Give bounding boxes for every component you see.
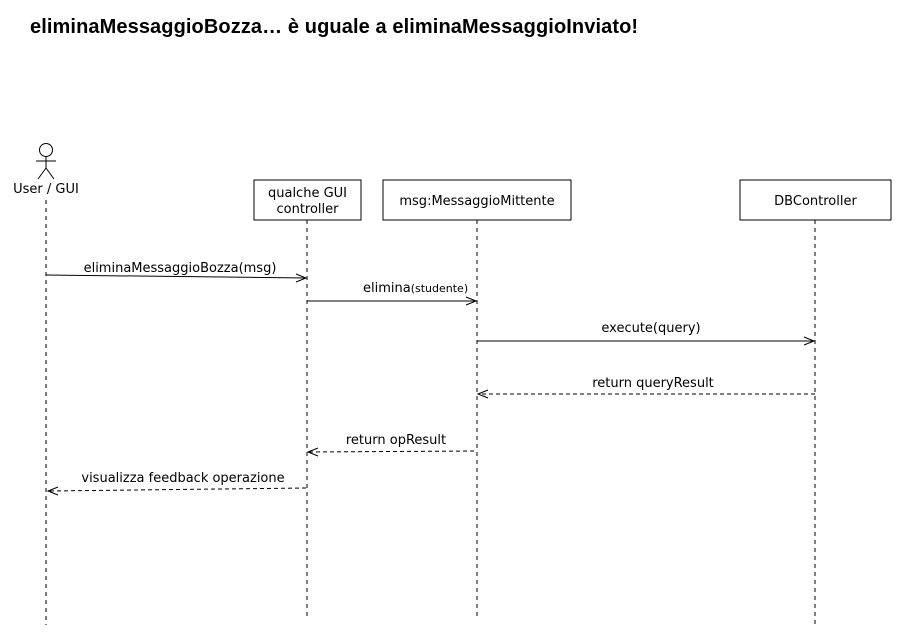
arrowhead-icon: [476, 389, 489, 399]
arrowhead-icon: [465, 296, 478, 306]
participant-gui-controller-label-line2: controller: [276, 202, 339, 217]
message-elimina-label: elimina(studente): [363, 281, 468, 296]
message-visualizza-feedback-label: visualizza feedback operazione: [81, 471, 284, 486]
message-elimina-name: elimina: [363, 281, 411, 296]
participant-msg-mittente: msg:MessaggioMittente: [382, 179, 572, 221]
message-visualizza-feedback: visualizza feedback operazione: [46, 471, 307, 496]
message-elimina-messaggio-bozza: eliminaMessaggioBozza(msg): [45, 261, 308, 283]
actor-user-icon: [36, 143, 56, 180]
participant-db-controller-label: DBController: [774, 194, 857, 209]
page-title: eliminaMessaggioBozza… è uguale a elimin…: [30, 16, 639, 38]
actor-user-label: User / GUI: [13, 182, 79, 197]
participant-msg-mittente-label: msg:MessaggioMittente: [399, 194, 554, 209]
participant-gui-controller: qualche GUI controller: [253, 179, 362, 221]
arrowhead-icon: [803, 336, 816, 346]
message-execute-query: execute(query): [477, 321, 816, 346]
arrowhead-icon: [46, 486, 59, 496]
message-elimina-args: (studente): [411, 282, 468, 295]
message-return-query-result: return queryResult: [476, 376, 815, 399]
participant-gui-controller-label-line1: qualche GUI: [268, 186, 347, 201]
message-return-op-result: return opResult: [306, 433, 475, 457]
message-return-op-result-label: return opResult: [346, 433, 446, 448]
arrowhead-icon: [295, 273, 308, 283]
message-elimina-messaggio-bozza-label: eliminaMessaggioBozza(msg): [84, 261, 277, 276]
message-execute-query-label: execute(query): [601, 321, 700, 336]
message-return-query-result-label: return queryResult: [592, 376, 714, 391]
arrowhead-icon: [306, 447, 319, 457]
message-elimina: elimina(studente): [307, 281, 478, 306]
participant-db-controller: DBController: [739, 179, 892, 221]
